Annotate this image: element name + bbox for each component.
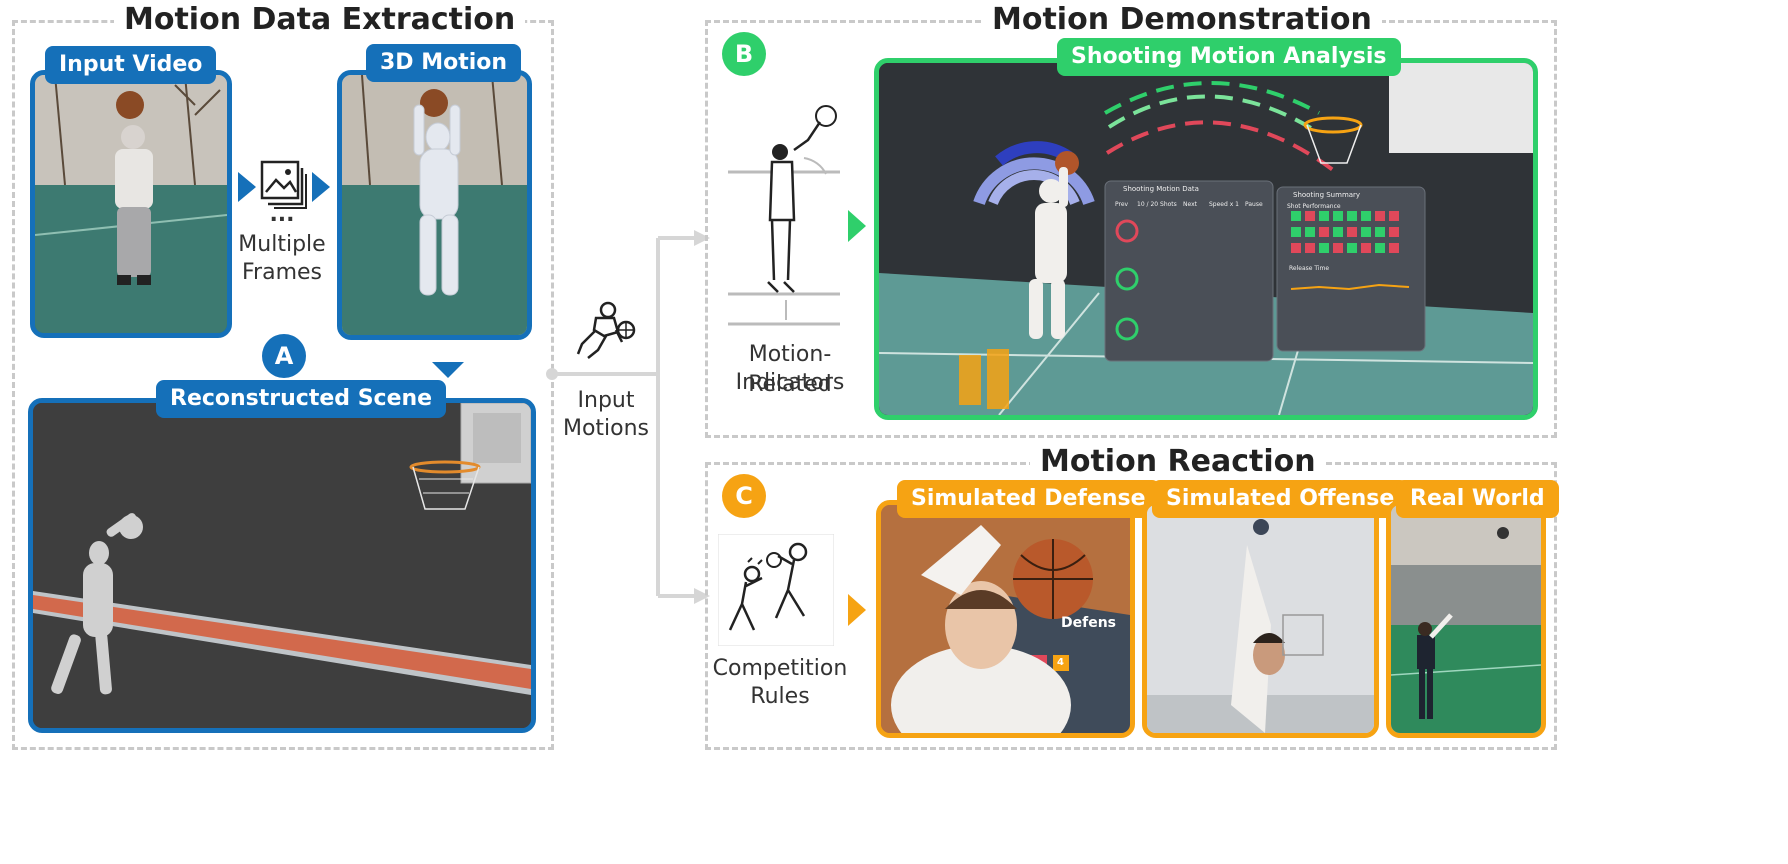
- multiple-frames-label-2: Frames: [241, 260, 322, 285]
- shot-performance-label: Shot Performance: [1287, 203, 1341, 210]
- arrow-right-icon: [312, 172, 330, 202]
- multiple-frames-dots: ...: [269, 202, 295, 227]
- prev-button[interactable]: Prev: [1115, 201, 1129, 208]
- real-world-panel: [1386, 500, 1546, 738]
- shooting-analysis-panel: Shooting Motion Data Shooting Summary Pr…: [874, 58, 1538, 420]
- basketball-player-icon: [576, 301, 636, 359]
- badge-a: A: [262, 334, 306, 378]
- arrow-right-icon: [848, 210, 866, 242]
- next-button[interactable]: Next: [1183, 201, 1197, 208]
- badge-c: C: [722, 474, 766, 518]
- shooting-player-icon: [728, 105, 840, 326]
- data-panel-title: Shooting Motion Data: [1123, 185, 1199, 193]
- reconstructed-scene-tag: Reconstructed Scene: [156, 380, 447, 418]
- real-world-tag: Real World: [1396, 480, 1559, 518]
- images-icon: [260, 160, 307, 209]
- shooting-analysis-tag: Shooting Motion Analysis: [1057, 38, 1401, 76]
- shots-select[interactable]: 10 / 20 Shots: [1137, 201, 1177, 208]
- input-video-image: [35, 75, 227, 333]
- speed-select[interactable]: Speed x 1: [1209, 201, 1239, 208]
- shooting-analysis-scene: [879, 63, 1533, 415]
- competition-rules-label-2: Rules: [750, 684, 810, 709]
- reconstructed-scene-panel: [28, 398, 536, 733]
- input-video-panel: [30, 70, 232, 338]
- score-4: 4: [1057, 657, 1064, 668]
- simulated-offense-panel: [1142, 500, 1379, 738]
- defense-board-text: Defens: [1061, 615, 1117, 631]
- simulated-defense-image: [881, 505, 1130, 733]
- connector-lines: [546, 230, 710, 604]
- extraction-title: Motion Data Extraction: [114, 2, 526, 38]
- badge-b: B: [722, 32, 766, 76]
- input-motions-label-2: Motions: [562, 416, 650, 441]
- input-motions-label-1: Input: [577, 388, 635, 413]
- motion-3d-tag: 3D Motion: [366, 44, 522, 82]
- summary-panel-title: Shooting Summary: [1293, 191, 1361, 199]
- competition-players-icon: [718, 534, 834, 646]
- arrow-down-icon: [432, 362, 464, 378]
- motion-3d-panel: [337, 70, 532, 340]
- release-time-select[interactable]: Release Time: [1289, 265, 1330, 272]
- motion-3d-image: [342, 75, 527, 335]
- arrow-right-icon: [238, 172, 256, 202]
- simulated-defense-tag: Simulated Defense: [897, 480, 1160, 518]
- reaction-title: Motion Reaction: [1030, 444, 1326, 480]
- ball: [116, 91, 144, 119]
- multiple-frames-label-1: Multiple: [238, 232, 326, 257]
- simulated-offense-image: [1147, 505, 1374, 733]
- motion-indicators-label-2: Indicators: [735, 370, 845, 395]
- real-world-image: [1391, 505, 1541, 733]
- simulated-offense-tag: Simulated Offense: [1152, 480, 1409, 518]
- input-video-tag: Input Video: [45, 46, 217, 84]
- competition-rules-label-1: Competition: [712, 656, 848, 681]
- demonstration-title: Motion Demonstration: [982, 2, 1382, 38]
- pause-button[interactable]: Pause: [1245, 201, 1263, 208]
- arrow-right-icon: [848, 594, 866, 626]
- motion-indicators-label-1: Motion-Related: [748, 342, 832, 397]
- reconstructed-scene-image: [33, 403, 531, 728]
- simulated-defense-panel: Defens 4: [876, 500, 1135, 738]
